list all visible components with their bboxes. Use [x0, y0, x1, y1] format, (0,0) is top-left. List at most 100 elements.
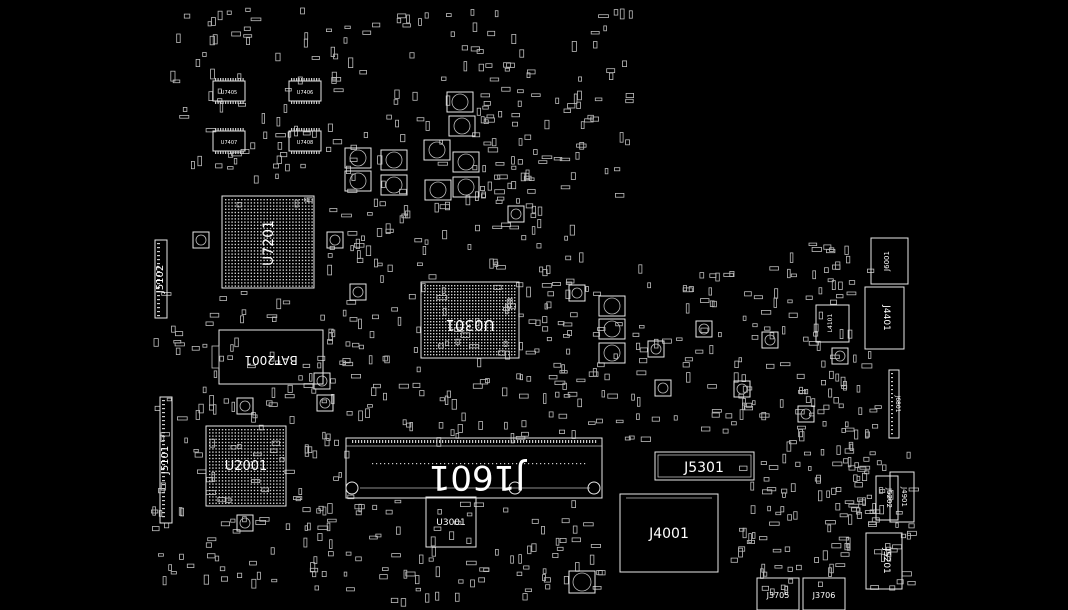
passive — [209, 35, 215, 46]
bga-pad — [496, 285, 498, 287]
bga-pad — [231, 247, 233, 249]
bga-pad — [484, 336, 486, 338]
passive — [153, 338, 159, 347]
bga-pad — [439, 306, 441, 308]
bga-pad — [469, 288, 471, 290]
bga-pad — [253, 461, 256, 463]
passive — [639, 325, 645, 329]
bga-pad — [292, 205, 294, 207]
bga-pad — [260, 279, 262, 281]
connector-j5101[interactable]: J5101 — [159, 396, 173, 524]
bga-pad — [237, 256, 240, 258]
bga-pad — [436, 354, 438, 356]
bga-pad — [430, 312, 432, 314]
bga-pad — [263, 253, 265, 255]
passive — [321, 571, 327, 578]
bga-pad — [433, 294, 435, 296]
connector-j4401[interactable]: J4401 — [864, 286, 905, 350]
connector-j5201[interactable]: J5201 — [865, 532, 903, 590]
chip-u2001[interactable]: U2001 — [205, 425, 287, 507]
passive — [444, 201, 450, 211]
bga-pad — [250, 480, 252, 482]
bga-pad — [481, 339, 483, 341]
bga-pad — [439, 333, 441, 335]
chip-u7201[interactable]: U7201 — [221, 195, 315, 289]
passive — [234, 337, 239, 348]
bga-pad — [276, 211, 278, 214]
bga-pad — [448, 312, 450, 314]
bga-pad — [496, 327, 498, 329]
pin — [891, 389, 893, 391]
bga-pad — [257, 480, 259, 482]
bga-pad — [247, 457, 249, 460]
bga-pad — [445, 336, 447, 338]
inductor-l4101[interactable]: L4101 — [815, 304, 850, 343]
bga-pad — [266, 256, 268, 258]
bga-pad — [282, 202, 284, 204]
capacitor-body — [603, 344, 621, 362]
connector-j6001[interactable]: J6001 — [870, 237, 909, 285]
connector-j5202[interactable]: J5202 — [875, 475, 899, 521]
connector-j5301[interactable]: J5301 — [654, 451, 755, 481]
chip-u7405[interactable]: U7405 — [212, 78, 246, 104]
connector-pins — [157, 243, 160, 317]
pin — [412, 440, 414, 443]
passive — [533, 149, 538, 155]
bga-pad — [433, 330, 435, 332]
connector-j1601[interactable]: J1601 — [345, 437, 603, 499]
bga-pad — [257, 218, 259, 220]
bga-pad — [445, 315, 447, 317]
bga-pad — [466, 354, 468, 356]
bga-pad — [433, 300, 435, 302]
bga-pad — [225, 486, 227, 488]
chip-u7407[interactable]: U7407 — [212, 128, 246, 154]
connector-j3706[interactable]: J3706 — [802, 577, 846, 610]
connector-j4901[interactable]: J4901 — [889, 471, 915, 523]
bga-pad — [490, 294, 492, 296]
bga-pad — [241, 473, 243, 476]
pin — [162, 476, 165, 478]
bga-pad — [311, 208, 313, 210]
bga-pad — [499, 306, 501, 308]
bga-pad — [253, 467, 256, 469]
passive — [330, 46, 336, 58]
passive — [203, 574, 209, 585]
j3706-label: J3706 — [812, 591, 836, 600]
connector-j5102[interactable]: J5102 — [154, 239, 168, 319]
bga-pad — [460, 285, 462, 287]
bga-pad — [481, 330, 483, 332]
chip-u0301[interactable]: U0301 — [420, 281, 520, 359]
bga-pad — [424, 297, 426, 299]
connector-j6801[interactable]: J6801 — [888, 369, 901, 439]
pin — [318, 78, 320, 81]
bga-pad — [263, 496, 265, 498]
bga-pad — [424, 321, 426, 323]
bga-pad — [295, 282, 297, 284]
chip-u3001[interactable]: U3001 — [425, 496, 477, 548]
passive — [442, 307, 447, 316]
bga-pad — [298, 259, 300, 262]
passive — [820, 448, 825, 456]
passive — [511, 34, 517, 45]
passive — [342, 361, 354, 367]
passive — [350, 245, 354, 252]
connector-j4001[interactable]: J4001 — [619, 493, 719, 573]
bga-pad — [301, 272, 304, 274]
chip-u7406[interactable]: U7406 — [288, 78, 322, 104]
bga-pad — [493, 330, 495, 332]
passive — [327, 518, 337, 523]
passive — [495, 549, 499, 556]
passive — [482, 165, 486, 173]
pin — [493, 440, 495, 443]
passive — [573, 93, 578, 104]
connector-j3705[interactable]: J3705 — [756, 577, 800, 610]
battery-bat2001[interactable]: BAT2001 — [211, 329, 324, 385]
passive — [848, 441, 854, 450]
bga-pad — [257, 256, 259, 258]
bga-pad — [263, 432, 265, 434]
passive — [541, 155, 553, 159]
bga-pad — [273, 493, 275, 495]
chip-u7408[interactable]: U7408 — [288, 128, 322, 154]
bga-pad — [466, 348, 468, 350]
bga-pad — [212, 486, 214, 488]
